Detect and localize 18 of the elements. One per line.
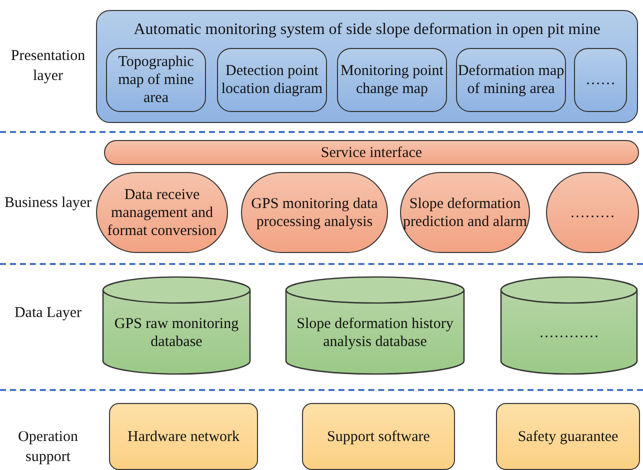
layer-label: Presentation layer <box>10 47 86 86</box>
display-module-box: Deformation map of mining area <box>456 48 566 112</box>
service-interface-bar: Service interface <box>104 140 639 165</box>
layer-label: Business layer <box>4 194 92 213</box>
database-cylinder: ………… <box>500 276 638 375</box>
layer-label: Data Layer <box>13 304 83 323</box>
support-module-box: Safety guarantee <box>496 403 640 470</box>
panel-title: Automatic monitoring system of side slope deformation in open pit mine <box>134 21 600 39</box>
display-module-box: …… <box>574 48 627 112</box>
display-module-box: Detection point location diagram <box>217 48 327 112</box>
display-module-box: Topographic map of mine area <box>106 48 206 112</box>
support-module-box: Hardware network <box>109 403 258 470</box>
database-cylinder: GPS raw monitoring database <box>102 276 251 375</box>
display-module-box: Monitoring point change map <box>337 48 447 112</box>
monitoring-system-panel <box>96 10 638 123</box>
database-cylinder: Slope deformation history analysis database <box>285 276 465 375</box>
layer-label: Operation support <box>17 428 79 467</box>
support-module-box: Support software <box>302 403 455 470</box>
